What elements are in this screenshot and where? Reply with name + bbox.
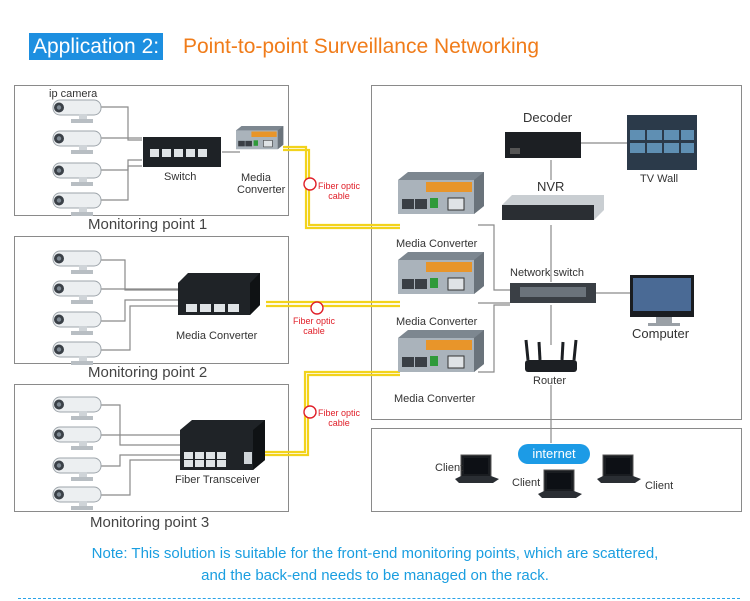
tv-wall-label: TV Wall — [640, 173, 679, 185]
client-label-1: Client — [435, 462, 464, 474]
note-line-1: Note: This solution is suitable for the … — [91, 545, 659, 562]
media-converter-p2-label: Media Converter — [176, 330, 258, 342]
computer-label: Computer — [632, 326, 690, 341]
monitoring-point-2-label: Monitoring point 2 — [88, 364, 208, 381]
media-converter-backend-3-label: Media Converter — [394, 393, 476, 405]
note-line-2: and the back-end needs to be managed on … — [201, 567, 549, 584]
client-label-3: Client — [645, 480, 674, 492]
router-label: Router — [533, 375, 567, 387]
fiber-transceiver-label: Fiber Transceiver — [175, 474, 260, 486]
page-title: Point-to-point Surveillance Networking — [183, 35, 540, 58]
client-label-2: Client — [512, 477, 541, 489]
monitoring-point-3-label: Monitoring point 3 — [90, 514, 210, 531]
media-converter-p1-label: Media Converter — [237, 172, 286, 196]
switch-label: Switch — [164, 171, 197, 183]
title-prefix: Application 2: — [29, 33, 164, 60]
media-converter-backend-1-label: Media Converter — [396, 238, 478, 250]
media-converter-backend-2-label: Media Converter — [396, 316, 478, 328]
footer-divider — [18, 598, 740, 599]
nvr-label: NVR — [537, 179, 565, 194]
ip-camera-label: ip camera — [49, 88, 98, 100]
monitoring-point-1-label: Monitoring point 1 — [88, 216, 208, 233]
network-switch-label: Network switch — [510, 267, 584, 279]
decoder-label: Decoder — [523, 110, 573, 125]
internet-badge: internet — [518, 444, 590, 464]
